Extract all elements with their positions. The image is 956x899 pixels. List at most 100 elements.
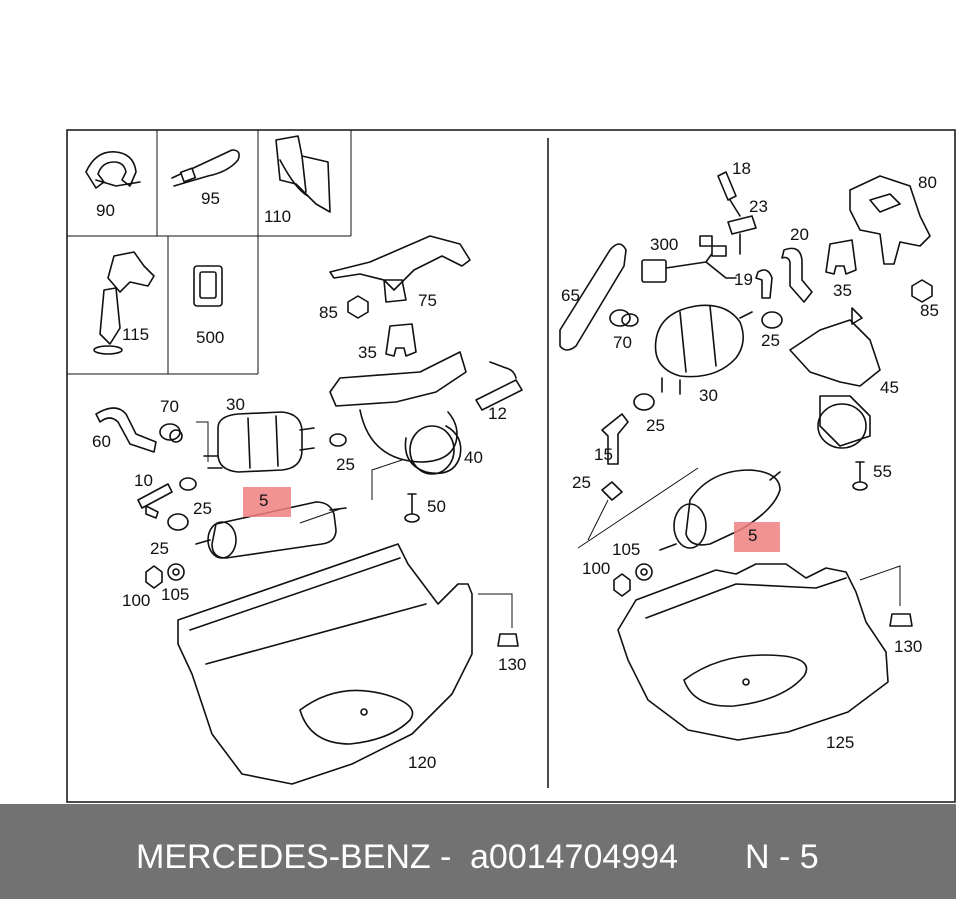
diagram-frame bbox=[66, 129, 956, 803]
label-95: 95 bbox=[201, 189, 220, 208]
label-65: 65 bbox=[561, 286, 580, 305]
label-35-right: 35 bbox=[833, 281, 852, 300]
label-25-right-a: 25 bbox=[761, 331, 780, 350]
label-55: 55 bbox=[873, 462, 892, 481]
rubber-35-right-icon bbox=[825, 239, 857, 275]
diagram-reference: N - 5 bbox=[745, 838, 819, 876]
cable-tie-95-icon bbox=[171, 149, 240, 187]
label-30: 30 bbox=[226, 395, 245, 414]
label-85-right: 85 bbox=[920, 301, 939, 320]
bracket-110-icon bbox=[275, 135, 331, 213]
label-130-left: 130 bbox=[498, 655, 526, 674]
label-18: 18 bbox=[732, 159, 751, 178]
highlight-5-left bbox=[243, 487, 291, 517]
fuel-pump-5-left-icon bbox=[195, 501, 347, 559]
label-100: 100 bbox=[122, 591, 150, 610]
label-100-right: 100 bbox=[582, 559, 610, 578]
label-30-right: 30 bbox=[699, 386, 718, 405]
label-90: 90 bbox=[96, 201, 115, 220]
clip-500-icon bbox=[193, 265, 223, 307]
part-info-bar: MERCEDES-BENZ - a0014704994 N - 5 bbox=[0, 804, 956, 899]
label-5-right: 5 bbox=[748, 526, 757, 545]
label-60: 60 bbox=[92, 432, 111, 451]
nut-100-icon bbox=[145, 565, 163, 589]
labels-left: 90 95 110 115 500 85 75 35 12 60 70 30 1… bbox=[92, 189, 526, 772]
label-130-right: 130 bbox=[894, 637, 922, 656]
nut-130-left-icon bbox=[497, 633, 519, 647]
bracket-75-icon bbox=[329, 235, 471, 303]
label-115: 115 bbox=[122, 325, 149, 344]
label-105-right: 105 bbox=[612, 540, 640, 559]
highlight-5-right bbox=[734, 522, 780, 552]
label-35: 35 bbox=[358, 343, 377, 362]
labels-right: 18 23 300 20 80 65 19 35 85 70 25 45 30 … bbox=[561, 159, 939, 752]
label-70: 70 bbox=[160, 397, 179, 416]
label-19: 19 bbox=[734, 270, 753, 289]
hose-65-icon bbox=[559, 243, 627, 351]
sensor-23-icon bbox=[727, 199, 757, 255]
label-20: 20 bbox=[790, 225, 809, 244]
fuel-pump-5-right-icon bbox=[659, 469, 781, 551]
separator: - bbox=[440, 838, 452, 876]
clip-90-icon bbox=[85, 151, 141, 189]
label-500: 500 bbox=[196, 328, 224, 347]
fuel-filter-30-right-icon bbox=[654, 304, 753, 395]
hose-19-icon bbox=[755, 269, 773, 299]
label-75: 75 bbox=[418, 291, 437, 310]
rubber-35-icon bbox=[385, 323, 417, 357]
part-number: a0014704994 bbox=[470, 838, 679, 876]
tube-12-icon bbox=[475, 361, 523, 411]
wiring-300-icon bbox=[641, 235, 737, 283]
label-70-right: 70 bbox=[613, 333, 632, 352]
clamp-25-right-icon bbox=[601, 311, 783, 501]
tank-shell-125-icon bbox=[617, 563, 889, 741]
nut-85-right-icon bbox=[911, 279, 933, 303]
washer-105-icon bbox=[167, 563, 185, 581]
label-12: 12 bbox=[488, 404, 507, 423]
clamp-70-icon bbox=[159, 423, 183, 443]
parts-diagram: 90 95 110 115 500 85 75 35 12 60 70 30 1… bbox=[66, 129, 956, 803]
label-25b: 25 bbox=[336, 455, 355, 474]
label-40: 40 bbox=[464, 448, 483, 467]
bracket-45-icon bbox=[789, 307, 881, 449]
label-25c: 25 bbox=[150, 539, 169, 558]
brand-name: MERCEDES-BENZ bbox=[136, 838, 431, 876]
tube-18-icon bbox=[717, 171, 737, 201]
label-110: 110 bbox=[264, 207, 291, 226]
label-85: 85 bbox=[319, 303, 338, 322]
bracket-80-icon bbox=[849, 175, 931, 265]
fuel-filter-30-icon bbox=[203, 411, 315, 473]
label-25-right-c: 25 bbox=[572, 473, 591, 492]
label-105: 105 bbox=[161, 585, 189, 604]
label-25a: 25 bbox=[193, 499, 212, 518]
bracket-115-icon bbox=[93, 251, 155, 355]
label-300: 300 bbox=[650, 235, 678, 254]
label-80: 80 bbox=[918, 173, 937, 192]
leader-lines-right bbox=[577, 467, 901, 606]
bolt-50-icon bbox=[404, 493, 420, 523]
tank-shell-120-icon bbox=[177, 543, 473, 785]
bolt-55-icon bbox=[852, 461, 868, 491]
hose-60-icon bbox=[95, 407, 157, 453]
label-45: 45 bbox=[880, 378, 899, 397]
label-50: 50 bbox=[427, 497, 446, 516]
label-120: 120 bbox=[408, 753, 436, 772]
clamp-25-icon bbox=[167, 433, 347, 531]
label-25-right-b: 25 bbox=[646, 416, 665, 435]
label-10: 10 bbox=[134, 471, 153, 490]
inset-boxes bbox=[67, 130, 352, 375]
hose-15-icon bbox=[601, 413, 629, 465]
leader-lines-left bbox=[196, 421, 513, 628]
hose-20-icon bbox=[781, 247, 813, 303]
label-15: 15 bbox=[594, 445, 613, 464]
label-125: 125 bbox=[826, 733, 854, 752]
nut-100-right-icon bbox=[613, 573, 631, 597]
label-23: 23 bbox=[749, 197, 768, 216]
nut-130-right-icon bbox=[889, 613, 913, 627]
washer-105-right-icon bbox=[635, 563, 653, 581]
clamp-70-right-icon bbox=[609, 309, 639, 327]
label-5-left: 5 bbox=[259, 491, 268, 510]
hose-10-icon bbox=[137, 483, 173, 519]
nut-85-icon bbox=[347, 295, 369, 319]
bracket-40-icon bbox=[329, 351, 467, 475]
